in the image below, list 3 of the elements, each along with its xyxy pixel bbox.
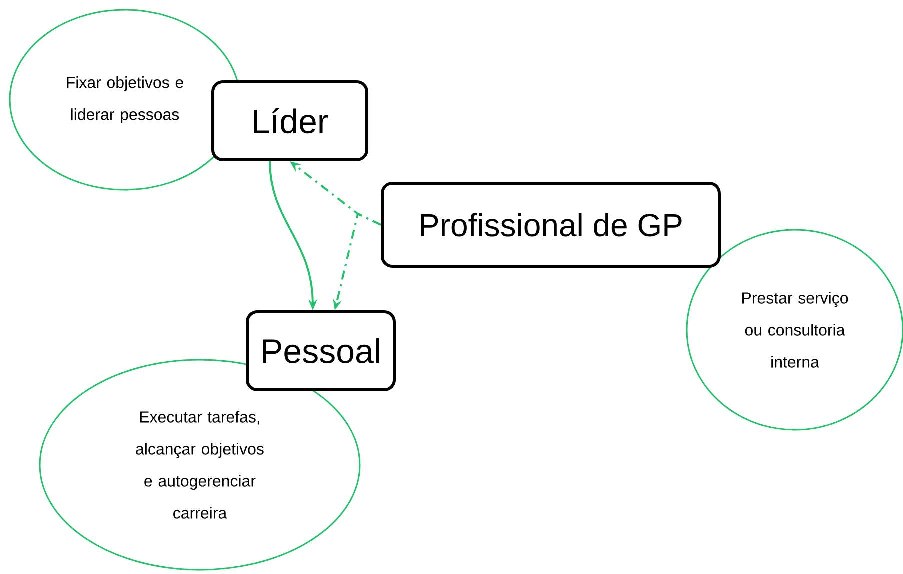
role-box: Profissional de GP — [381, 182, 721, 268]
role-box: Pessoal — [246, 310, 396, 392]
role-box: Líder — [212, 80, 368, 162]
